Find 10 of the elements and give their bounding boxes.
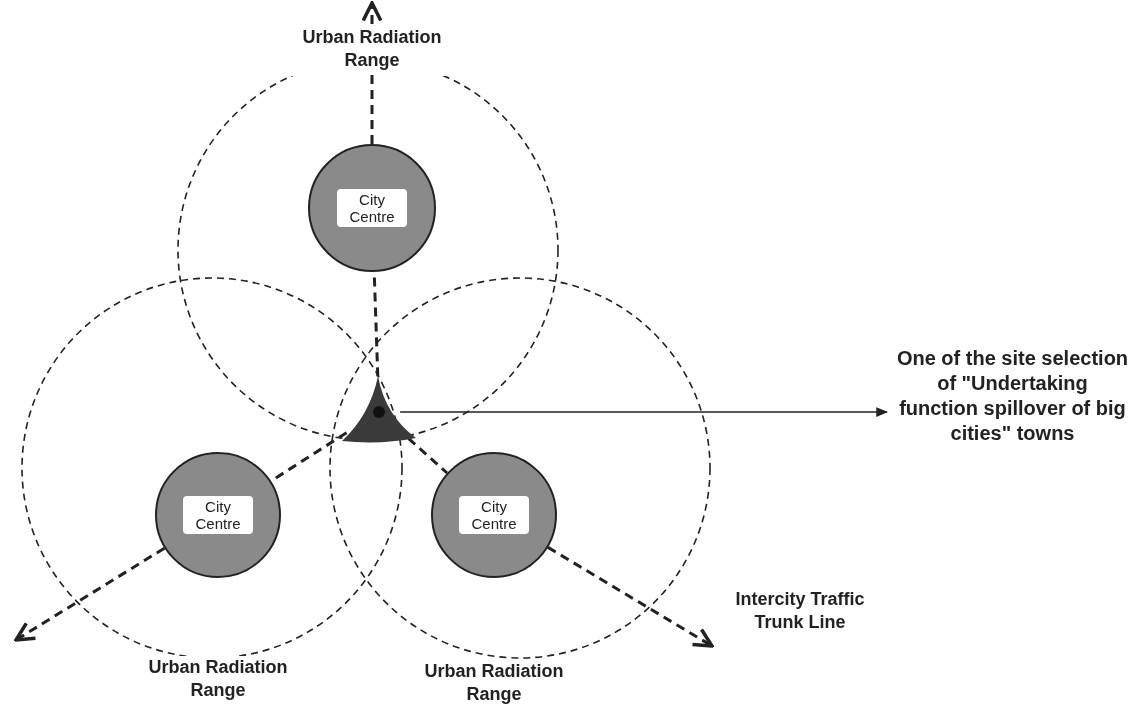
dashed-line [370, 74, 374, 144]
city-label: City Centre [337, 189, 407, 227]
leader-arrow [399, 407, 888, 417]
callout-text: One of the site selection of "Undertaking function spillover of big cities" towns [895, 346, 1130, 446]
city-label: City Centre [183, 496, 253, 534]
dashed-arrow [547, 546, 714, 648]
dashed-arrow [361, 1, 383, 24]
dashed-arrow [14, 546, 166, 642]
dashed-line [407, 437, 449, 475]
city-label: City Centre [459, 496, 529, 534]
